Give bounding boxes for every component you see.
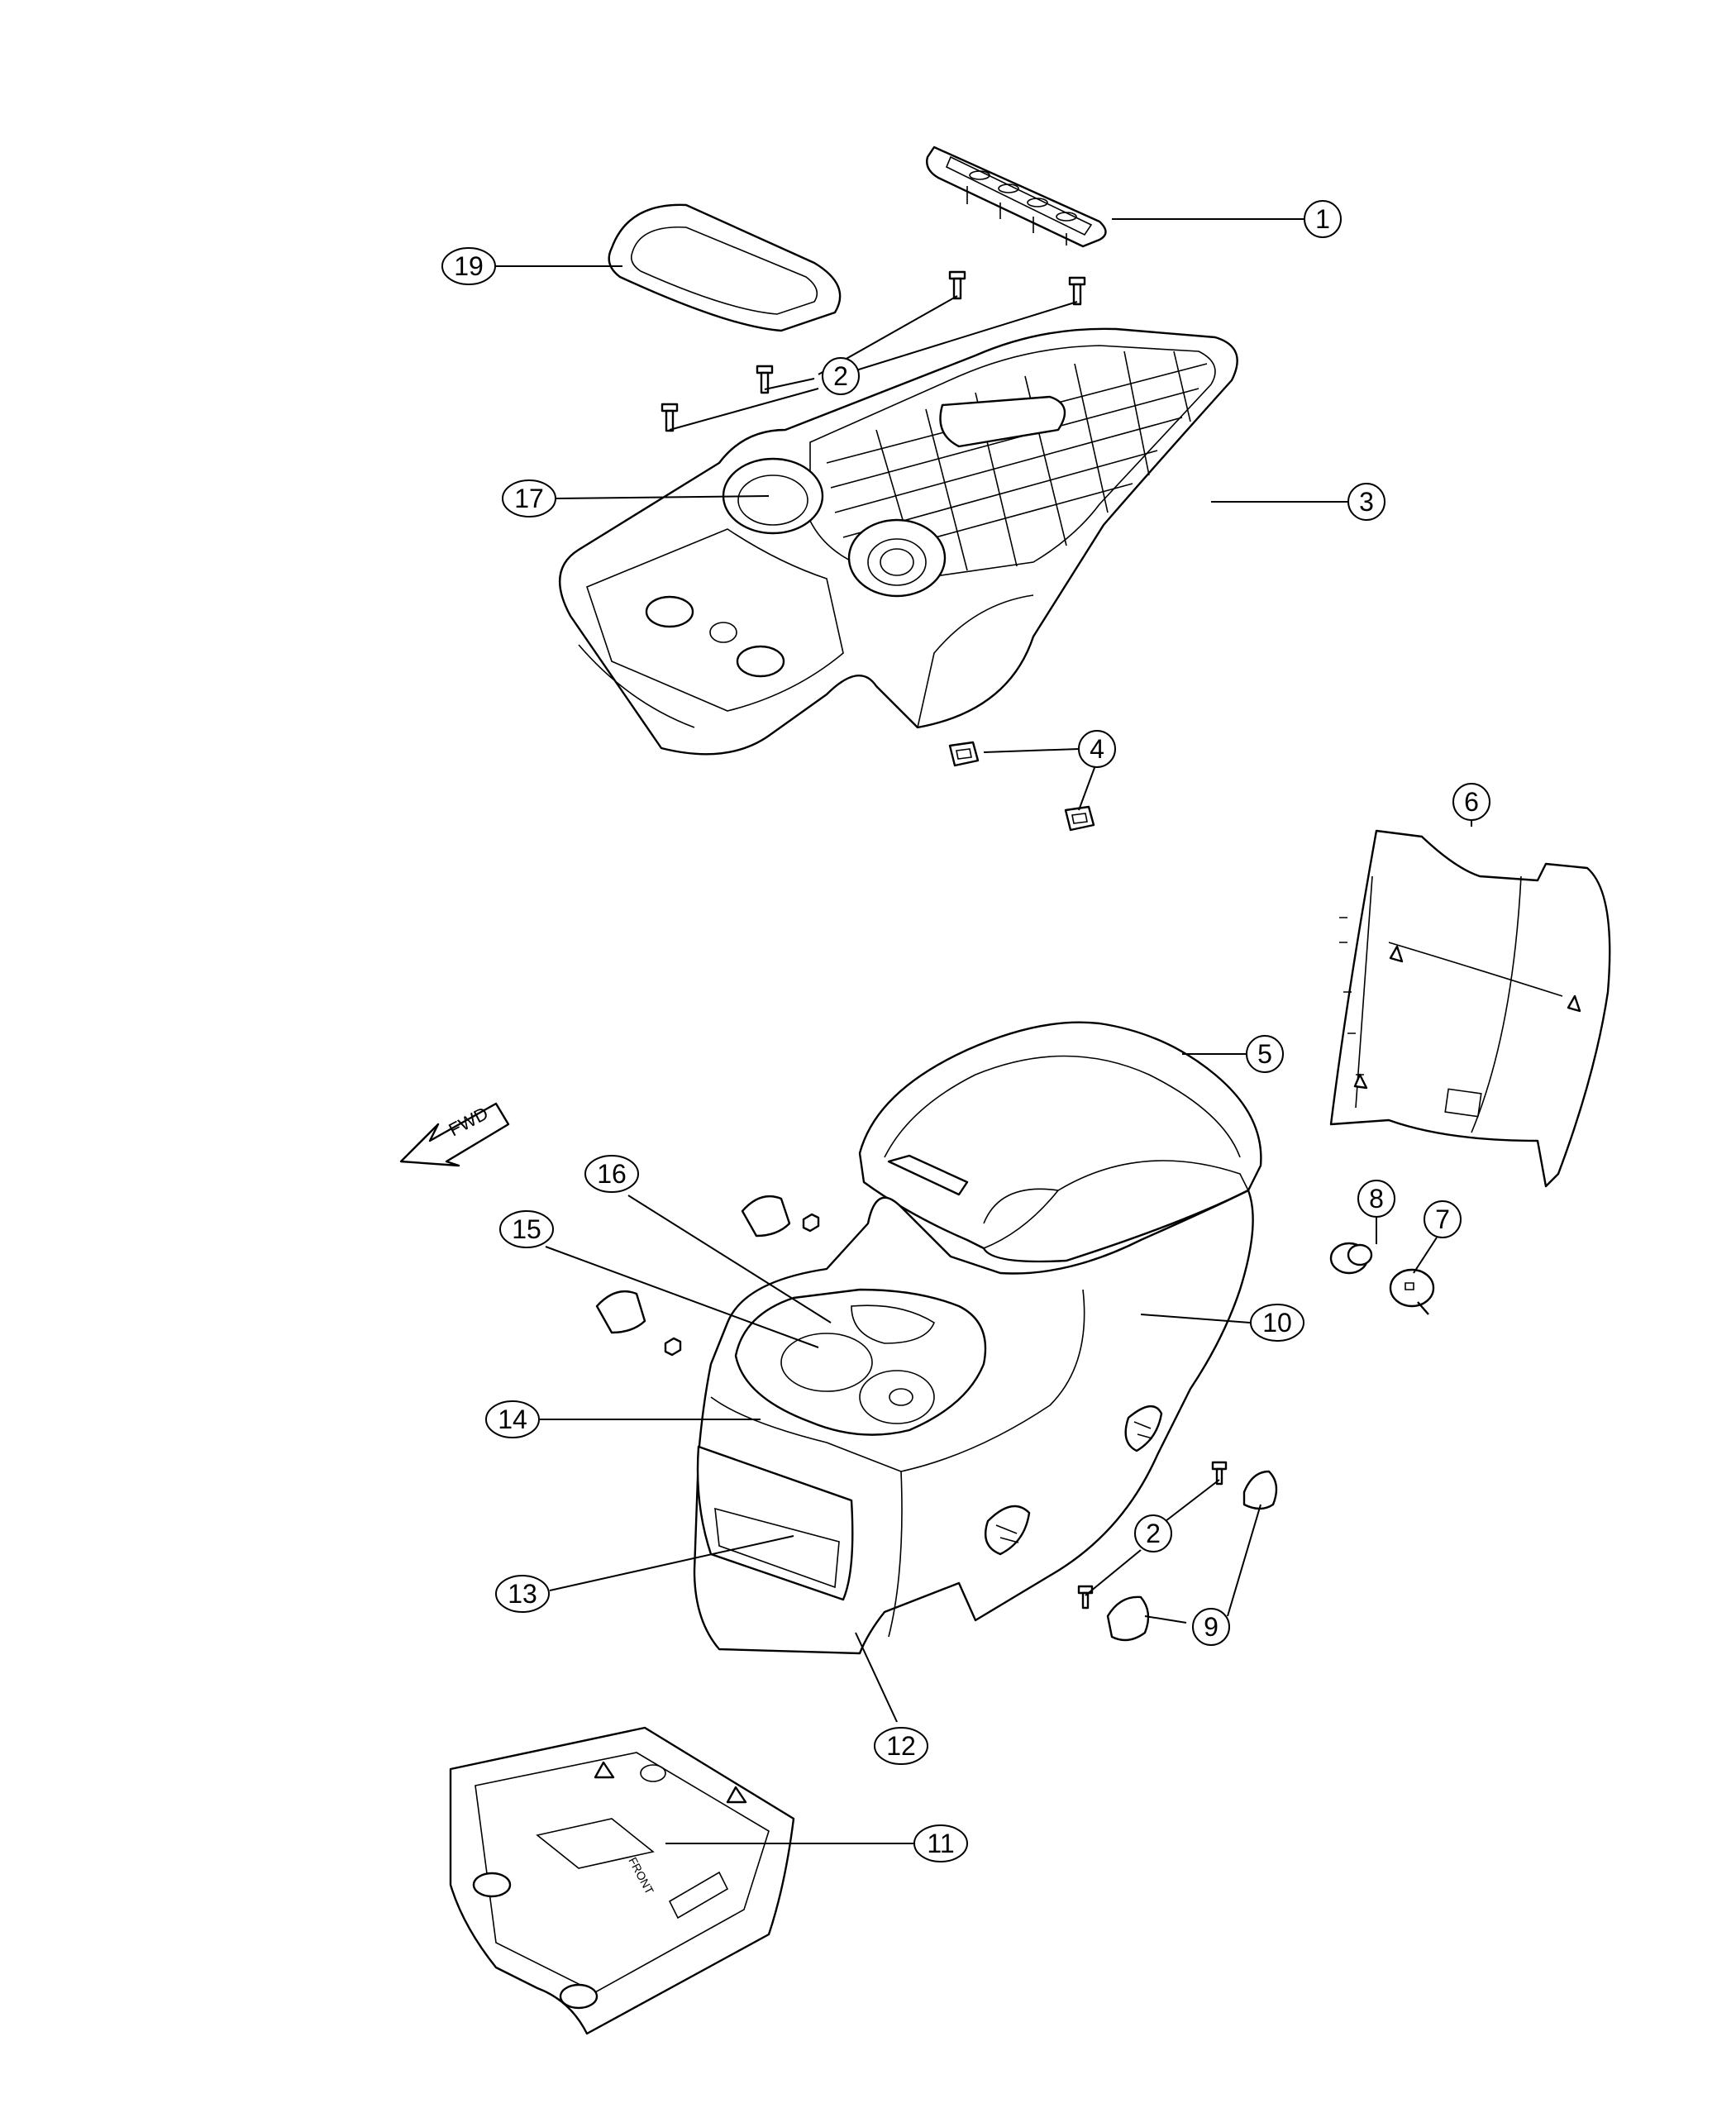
callout-19: 19 [441, 247, 496, 285]
callout-4-label: 4 [1090, 734, 1104, 764]
callout-3: 3 [1347, 483, 1385, 521]
callout-5-label: 5 [1257, 1039, 1272, 1069]
callout-13: 13 [495, 1575, 550, 1613]
part-4-clips [948, 741, 1095, 832]
part-19-tray-trim [608, 203, 842, 332]
callout-12-label: 12 [886, 1731, 916, 1761]
callout-3-label: 3 [1359, 487, 1374, 517]
callout-6: 6 [1452, 783, 1490, 821]
part-1-bezel [926, 145, 1107, 248]
callout-13-label: 13 [508, 1579, 537, 1609]
callout-17-label: 17 [514, 484, 544, 513]
callout-10: 10 [1250, 1304, 1304, 1342]
callout-15: 15 [499, 1210, 554, 1248]
callout-7-label: 7 [1435, 1204, 1450, 1234]
part-15-16-caps [595, 1195, 820, 1357]
part-11-bracket: FRONT [449, 1726, 795, 2035]
fwd-arrow: FWD [399, 1102, 510, 1167]
callout-2-lower: 2 [1134, 1514, 1172, 1552]
callout-2-lower-label: 2 [1146, 1519, 1161, 1548]
callout-2-upper-label: 2 [833, 361, 848, 391]
part-5-armrest-lid [858, 1021, 1262, 1263]
callout-11: 11 [913, 1824, 968, 1862]
leader-lines [494, 218, 1472, 1844]
callout-19-label: 19 [454, 251, 484, 281]
callout-16-label: 16 [597, 1159, 627, 1189]
callout-12: 12 [874, 1727, 928, 1765]
callout-15-label: 15 [512, 1214, 541, 1244]
callout-17: 17 [502, 479, 556, 517]
part-2-screws-upper [661, 270, 1086, 432]
part-7-plug [1389, 1268, 1435, 1315]
callout-7: 7 [1424, 1200, 1462, 1238]
part-9-caps [1106, 1470, 1278, 1642]
callout-1-label: 1 [1315, 204, 1330, 234]
part-2-screws-lower [1077, 1461, 1228, 1610]
part-3-upper-console [558, 327, 1238, 756]
callout-10-label: 10 [1262, 1308, 1292, 1338]
callout-4: 4 [1078, 730, 1116, 768]
part-8-bushing [1329, 1242, 1373, 1275]
callout-16: 16 [584, 1155, 639, 1193]
callout-14: 14 [485, 1400, 540, 1438]
callout-1: 1 [1304, 200, 1342, 238]
callout-9: 9 [1192, 1608, 1230, 1646]
callout-11-label: 11 [927, 1829, 954, 1858]
part-10-console-body [693, 1189, 1254, 1655]
callout-9-label: 9 [1204, 1612, 1219, 1642]
callout-8: 8 [1357, 1180, 1395, 1218]
callout-14-label: 14 [498, 1405, 527, 1434]
callout-6-label: 6 [1464, 787, 1479, 817]
callout-5: 5 [1246, 1035, 1284, 1073]
part-6-rear-panel [1329, 829, 1611, 1188]
callout-2-upper: 2 [822, 357, 860, 395]
callout-8-label: 8 [1369, 1184, 1384, 1214]
